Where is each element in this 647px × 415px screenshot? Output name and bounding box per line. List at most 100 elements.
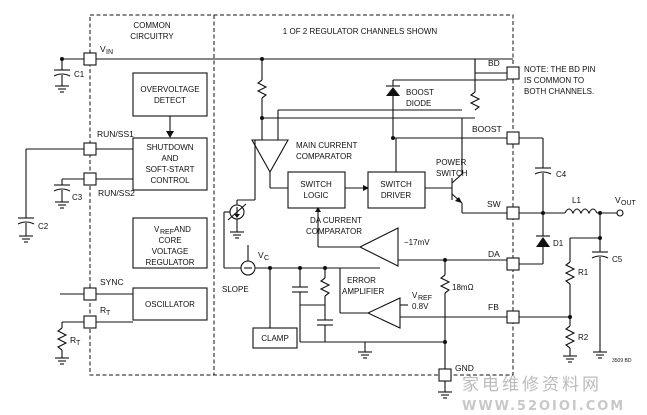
ic-outline — [89, 14, 514, 376]
svg-text:SOFT-START: SOFT-START — [145, 165, 194, 174]
pin-sync-label: SYNC — [100, 277, 124, 287]
vout-terminal — [616, 209, 624, 217]
resistor-rt — [55, 322, 69, 365]
vref-08-label: V — [412, 291, 418, 300]
error-amp-label-1: ERROR — [347, 276, 376, 285]
pin-boost — [506, 131, 520, 145]
svg-text:REF: REF — [418, 295, 432, 302]
pin-sync — [83, 287, 97, 301]
svg-text:IN: IN — [106, 49, 113, 56]
l1-label: L1 — [572, 196, 581, 205]
capacitor-c2 — [17, 217, 35, 243]
da-current-label-1: DA CURRENT — [310, 216, 362, 225]
svg-text:T: T — [106, 310, 111, 317]
summing-node — [240, 260, 256, 276]
capacitor-c4 — [534, 138, 552, 213]
c5-label: C5 — [612, 255, 623, 264]
vc-label: V — [258, 250, 264, 260]
power-switch-transistor — [451, 118, 507, 214]
pin-vin-label: V — [100, 44, 106, 54]
note-line3: BOTH CHANNELS. — [524, 87, 594, 96]
shutdown-softstart-block: SHUTDOWN AND SOFT-START CONTROL — [132, 137, 208, 191]
error-amp-label-2: AMPLIFIER — [342, 287, 384, 296]
diode-d1 — [536, 213, 550, 264]
pin-rt — [83, 315, 97, 329]
svg-text:SWITCH: SWITCH — [300, 180, 332, 189]
capacitor-c1 — [53, 59, 71, 93]
switch-logic-block: SWITCH LOGIC — [287, 171, 346, 209]
resistor-r2 — [563, 317, 577, 363]
watermark-line2: WWW.52OIOI.COM — [462, 399, 625, 414]
pin-fb-label: FB — [488, 302, 499, 312]
clamp-block: CLAMP — [252, 327, 298, 349]
note-line2: IS COMMON TO — [524, 76, 584, 85]
pin-run-ss2-label: RUN/SS2 — [98, 188, 135, 198]
boost-diode — [386, 79, 507, 138]
vref-08-value: 0.8V — [412, 302, 429, 311]
inductor-l1 — [564, 208, 598, 215]
minus-17mv-label: −17mV — [404, 238, 430, 247]
c4-label: C4 — [556, 170, 567, 179]
svg-text:OUT: OUT — [621, 200, 637, 207]
pin-rt-label: R — [100, 305, 106, 315]
c2-label: C2 — [38, 222, 49, 231]
svg-text:REF: REF — [160, 229, 174, 236]
svg-text:REGULATOR: REGULATOR — [145, 258, 194, 267]
watermark-line1: 家电维修资料网 — [462, 375, 602, 395]
pin-gnd — [438, 368, 452, 382]
svg-text:OSCILLATOR: OSCILLATOR — [145, 300, 195, 309]
c1-label: C1 — [74, 70, 85, 79]
svg-text:AND: AND — [162, 154, 179, 163]
svg-text:SWITCH: SWITCH — [380, 180, 412, 189]
boost-diode-label-1: BOOST — [406, 88, 434, 97]
pin-gnd-label: GND — [455, 363, 474, 373]
arrow-icon — [166, 131, 174, 138]
note-line1: NOTE: THE BD PIN — [524, 65, 596, 74]
da-sense-resistor — [439, 260, 451, 369]
pin-bd — [506, 66, 520, 80]
svg-text:CLAMP: CLAMP — [261, 334, 289, 343]
capacitor-c3 — [53, 179, 71, 209]
pin-sw — [506, 206, 520, 220]
error-amplifier — [366, 297, 401, 329]
common-title-1: COMMON — [133, 21, 171, 30]
pin-sw-label: SW — [487, 199, 501, 209]
boost-diode-label-2: DIODE — [406, 99, 431, 108]
svg-text:DETECT: DETECT — [154, 96, 186, 105]
da-current-comparator — [358, 227, 399, 267]
pin-bd-label: BD — [488, 58, 500, 68]
svg-text:C: C — [264, 255, 269, 262]
pin-fb — [506, 310, 520, 324]
c3-label: C3 — [72, 193, 83, 202]
power-switch-label-2: SWITCH — [436, 169, 468, 178]
capacitor-c5 — [591, 213, 609, 359]
svg-text:CONTROL: CONTROL — [150, 176, 190, 185]
vref-core-regulator-block: V REF AND CORE VOLTAGE REGULATOR — [132, 217, 208, 269]
sense-resistor — [256, 59, 268, 118]
r2-label: R2 — [578, 333, 589, 342]
d1-label: D1 — [553, 239, 564, 248]
resistor-r1 — [564, 238, 576, 317]
slope-current-source — [227, 203, 247, 239]
main-current-label-1: MAIN CURRENT — [296, 141, 357, 150]
pin-vin — [83, 52, 97, 66]
r1-label: R1 — [578, 268, 589, 277]
channel-title: 1 OF 2 REGULATOR CHANNELS SHOWN — [283, 27, 438, 36]
rt-label: R — [70, 335, 76, 345]
oscillator-block: OSCILLATOR — [132, 287, 208, 321]
sense-res-label: 18mΩ — [452, 283, 474, 292]
switch-driver-block: SWITCH DRIVER — [367, 171, 426, 209]
da-current-label-2: COMPARATOR — [306, 227, 362, 236]
main-current-label-2: COMPARATOR — [296, 152, 352, 161]
overvoltage-detect-block: OVERVOLTAGE DETECT — [132, 72, 208, 117]
pin-run-ss1-label: RUN/SS1 — [97, 129, 134, 139]
common-title-2: CIRCUITRY — [130, 32, 174, 41]
pin-da — [506, 257, 520, 271]
svg-text:DRIVER: DRIVER — [381, 191, 411, 200]
main-current-comparator — [251, 139, 289, 174]
svg-text:LOGIC: LOGIC — [304, 191, 329, 200]
svg-text:VOLTAGE: VOLTAGE — [152, 247, 189, 256]
svg-text:CORE: CORE — [158, 236, 181, 245]
part-code: 3509 BD — [612, 358, 632, 364]
